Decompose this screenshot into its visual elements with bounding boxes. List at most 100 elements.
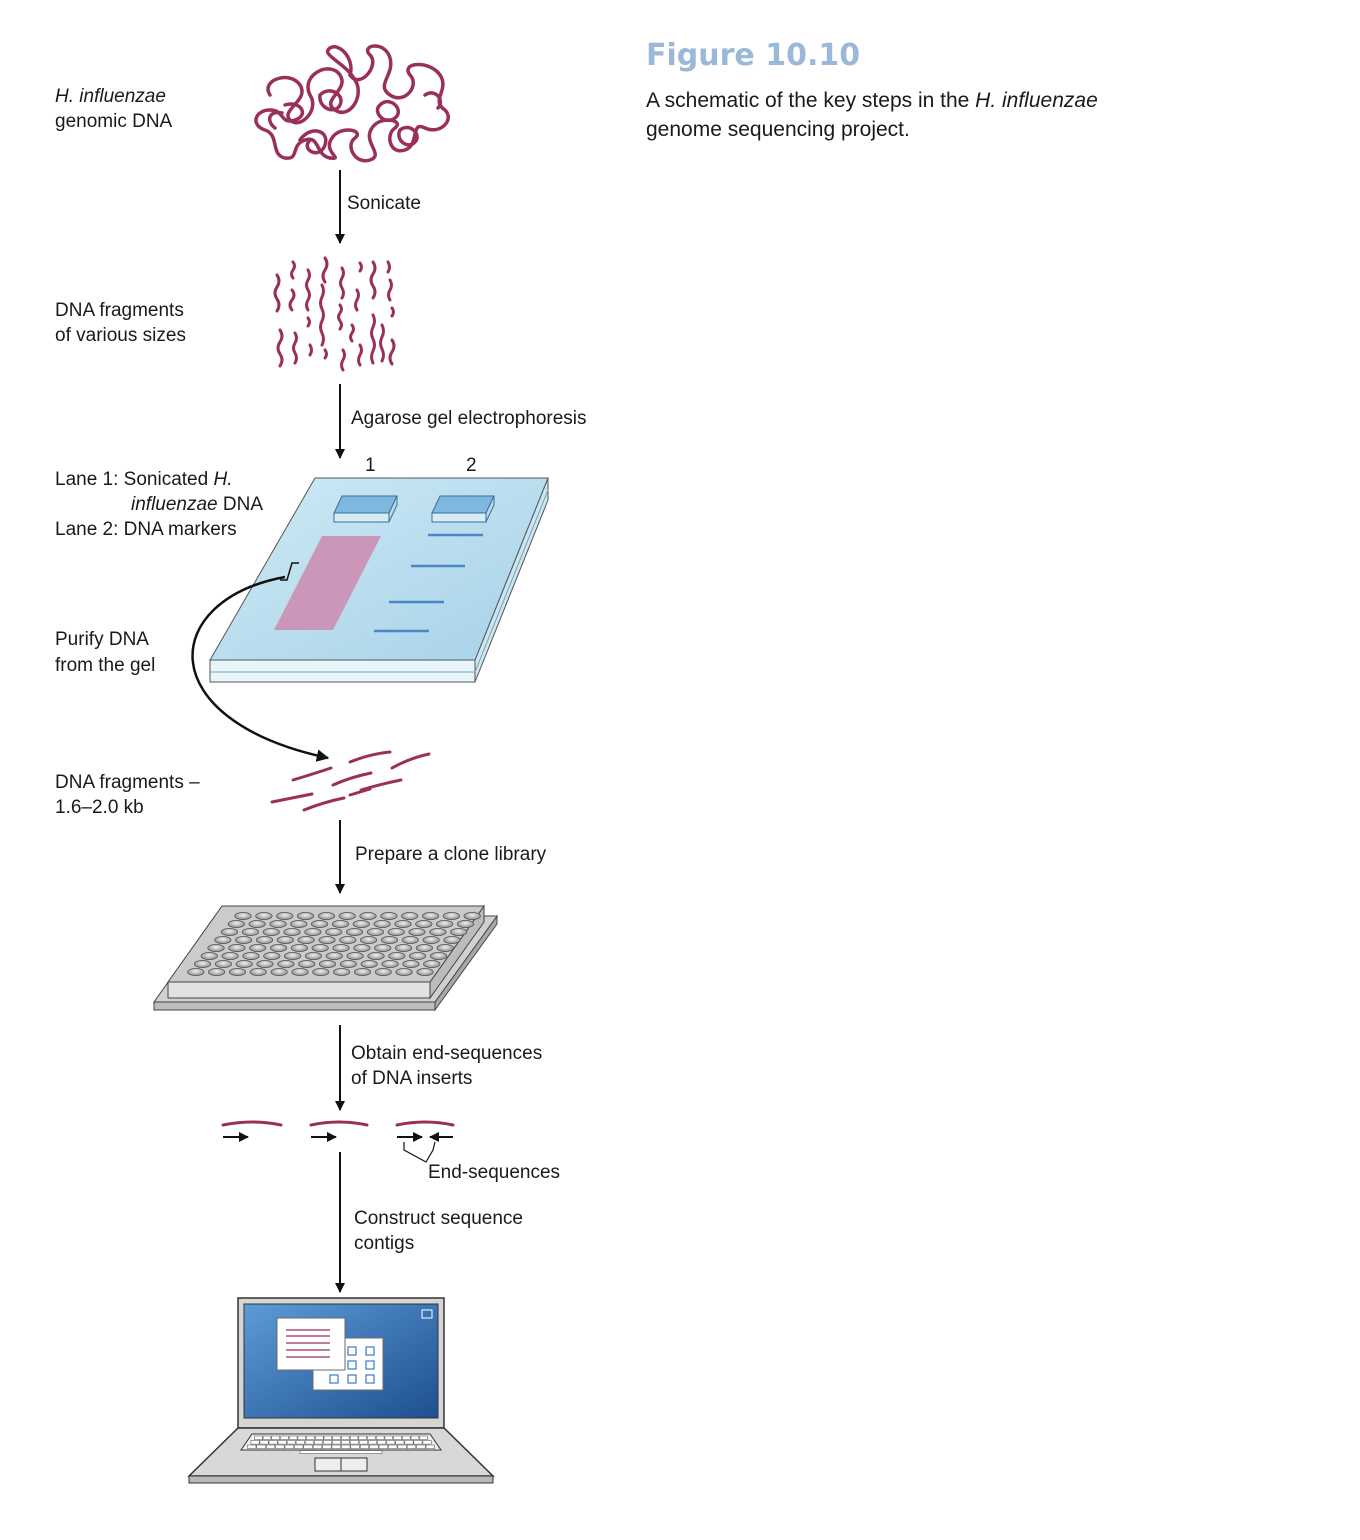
gel-lane1-number: 1 [365, 455, 376, 476]
plate-well [325, 928, 343, 937]
keyboard-key [332, 1435, 341, 1440]
keyboard-key [359, 1440, 369, 1445]
plate-well [241, 928, 259, 937]
plate-well [374, 944, 392, 953]
plate-well [339, 936, 357, 945]
plate-well [423, 960, 441, 969]
plate-well [200, 952, 218, 961]
plate-wells [187, 912, 481, 977]
plate-well [290, 944, 308, 953]
plate-well [298, 960, 316, 969]
keyboard-key [375, 1435, 385, 1440]
plate-well [312, 968, 330, 977]
plate-well [332, 968, 351, 977]
plate-well [249, 944, 267, 953]
plate-well [380, 912, 398, 921]
plate-well [220, 928, 239, 937]
plate-well [360, 960, 378, 969]
plate-well [310, 920, 329, 929]
keyboard-key [377, 1440, 387, 1445]
plate-well [269, 920, 287, 929]
keyboard-key [367, 1435, 376, 1440]
plate-well [228, 968, 247, 977]
end-sequences-label: End-sequences [428, 1162, 561, 1183]
plate-well [367, 952, 385, 961]
plate-well [214, 936, 232, 945]
keyboard-key [306, 1435, 315, 1440]
keyboard-key [314, 1440, 323, 1445]
plate-well [276, 936, 294, 945]
plate-well [242, 952, 260, 961]
plate-well [387, 928, 405, 937]
keyboard-key [388, 1444, 398, 1449]
step-sonicate: Sonicate [347, 193, 421, 214]
gel-lane2-number: 2 [466, 455, 477, 476]
keyboard-key [402, 1435, 411, 1440]
plate-well [408, 928, 426, 937]
keyboard-key [286, 1440, 296, 1445]
dna-fragments-icon [273, 256, 396, 372]
figure-caption: A schematic of the key steps in the H. i… [646, 86, 1166, 144]
plate-well [276, 912, 294, 921]
keyboard-key [378, 1444, 388, 1449]
keyboard-key [323, 1440, 332, 1445]
lane2-label: Lane 2: DNA markers [55, 519, 237, 540]
keyboard-key [303, 1444, 313, 1449]
plate-well [435, 920, 454, 929]
lane1-label: Lane 1: Sonicated H. [55, 467, 232, 492]
plate-well [214, 960, 232, 969]
lane1-label-cont: influenzae DNA [131, 492, 263, 517]
keyboard-key [284, 1444, 294, 1449]
plate-well [317, 912, 335, 921]
genomic-dna-label: genomic DNA [55, 111, 173, 132]
plate-well [346, 952, 364, 961]
plate-well [366, 928, 384, 937]
keyboard-key [265, 1444, 276, 1449]
plate-well [442, 912, 460, 921]
plate-well [422, 936, 440, 945]
plate-well [255, 912, 273, 921]
keyboard-key [406, 1444, 417, 1449]
plate-well [270, 968, 288, 977]
plate-well [304, 928, 322, 937]
keyboard-key [349, 1435, 359, 1440]
plate-well [283, 952, 302, 961]
step-end-seq-line2: of DNA inserts [351, 1068, 473, 1089]
plate-well [421, 912, 440, 921]
plate-well [353, 944, 371, 953]
keyboard-key [358, 1435, 367, 1440]
keyboard-key [295, 1440, 305, 1445]
plate-well [235, 960, 253, 969]
keyboard-key [341, 1440, 350, 1445]
plate-well [262, 928, 280, 937]
keyboard-key [271, 1435, 280, 1440]
keyboard-spacebar [299, 1450, 383, 1454]
arrow-purify [191, 575, 330, 762]
plate-well [394, 944, 413, 953]
plate-well [401, 912, 419, 921]
plate-well [255, 936, 274, 945]
genomic-dna-tangle-icon [254, 44, 450, 163]
keyboard-key [254, 1435, 263, 1440]
plate-well [283, 928, 301, 937]
plate-well [187, 968, 205, 977]
keyboard-key [368, 1440, 378, 1445]
keyboard-key [425, 1444, 435, 1449]
plate-well [353, 968, 372, 977]
keyboard [247, 1435, 435, 1454]
plate-well [388, 952, 406, 961]
keyboard-key [386, 1440, 396, 1445]
plate-well [227, 920, 245, 929]
plate-well [207, 944, 225, 953]
keyboard-key [256, 1444, 266, 1449]
purify-label-line1: Purify DNA [55, 629, 149, 650]
keyboard-key [395, 1440, 405, 1445]
plate-well [381, 960, 399, 969]
plate-well [429, 928, 447, 937]
keyboard-key [419, 1435, 428, 1440]
keyboard-key [332, 1440, 341, 1445]
keyboard-key [312, 1444, 323, 1449]
plate-well [297, 936, 315, 945]
plate-well [359, 936, 378, 945]
plate-well [291, 968, 309, 977]
